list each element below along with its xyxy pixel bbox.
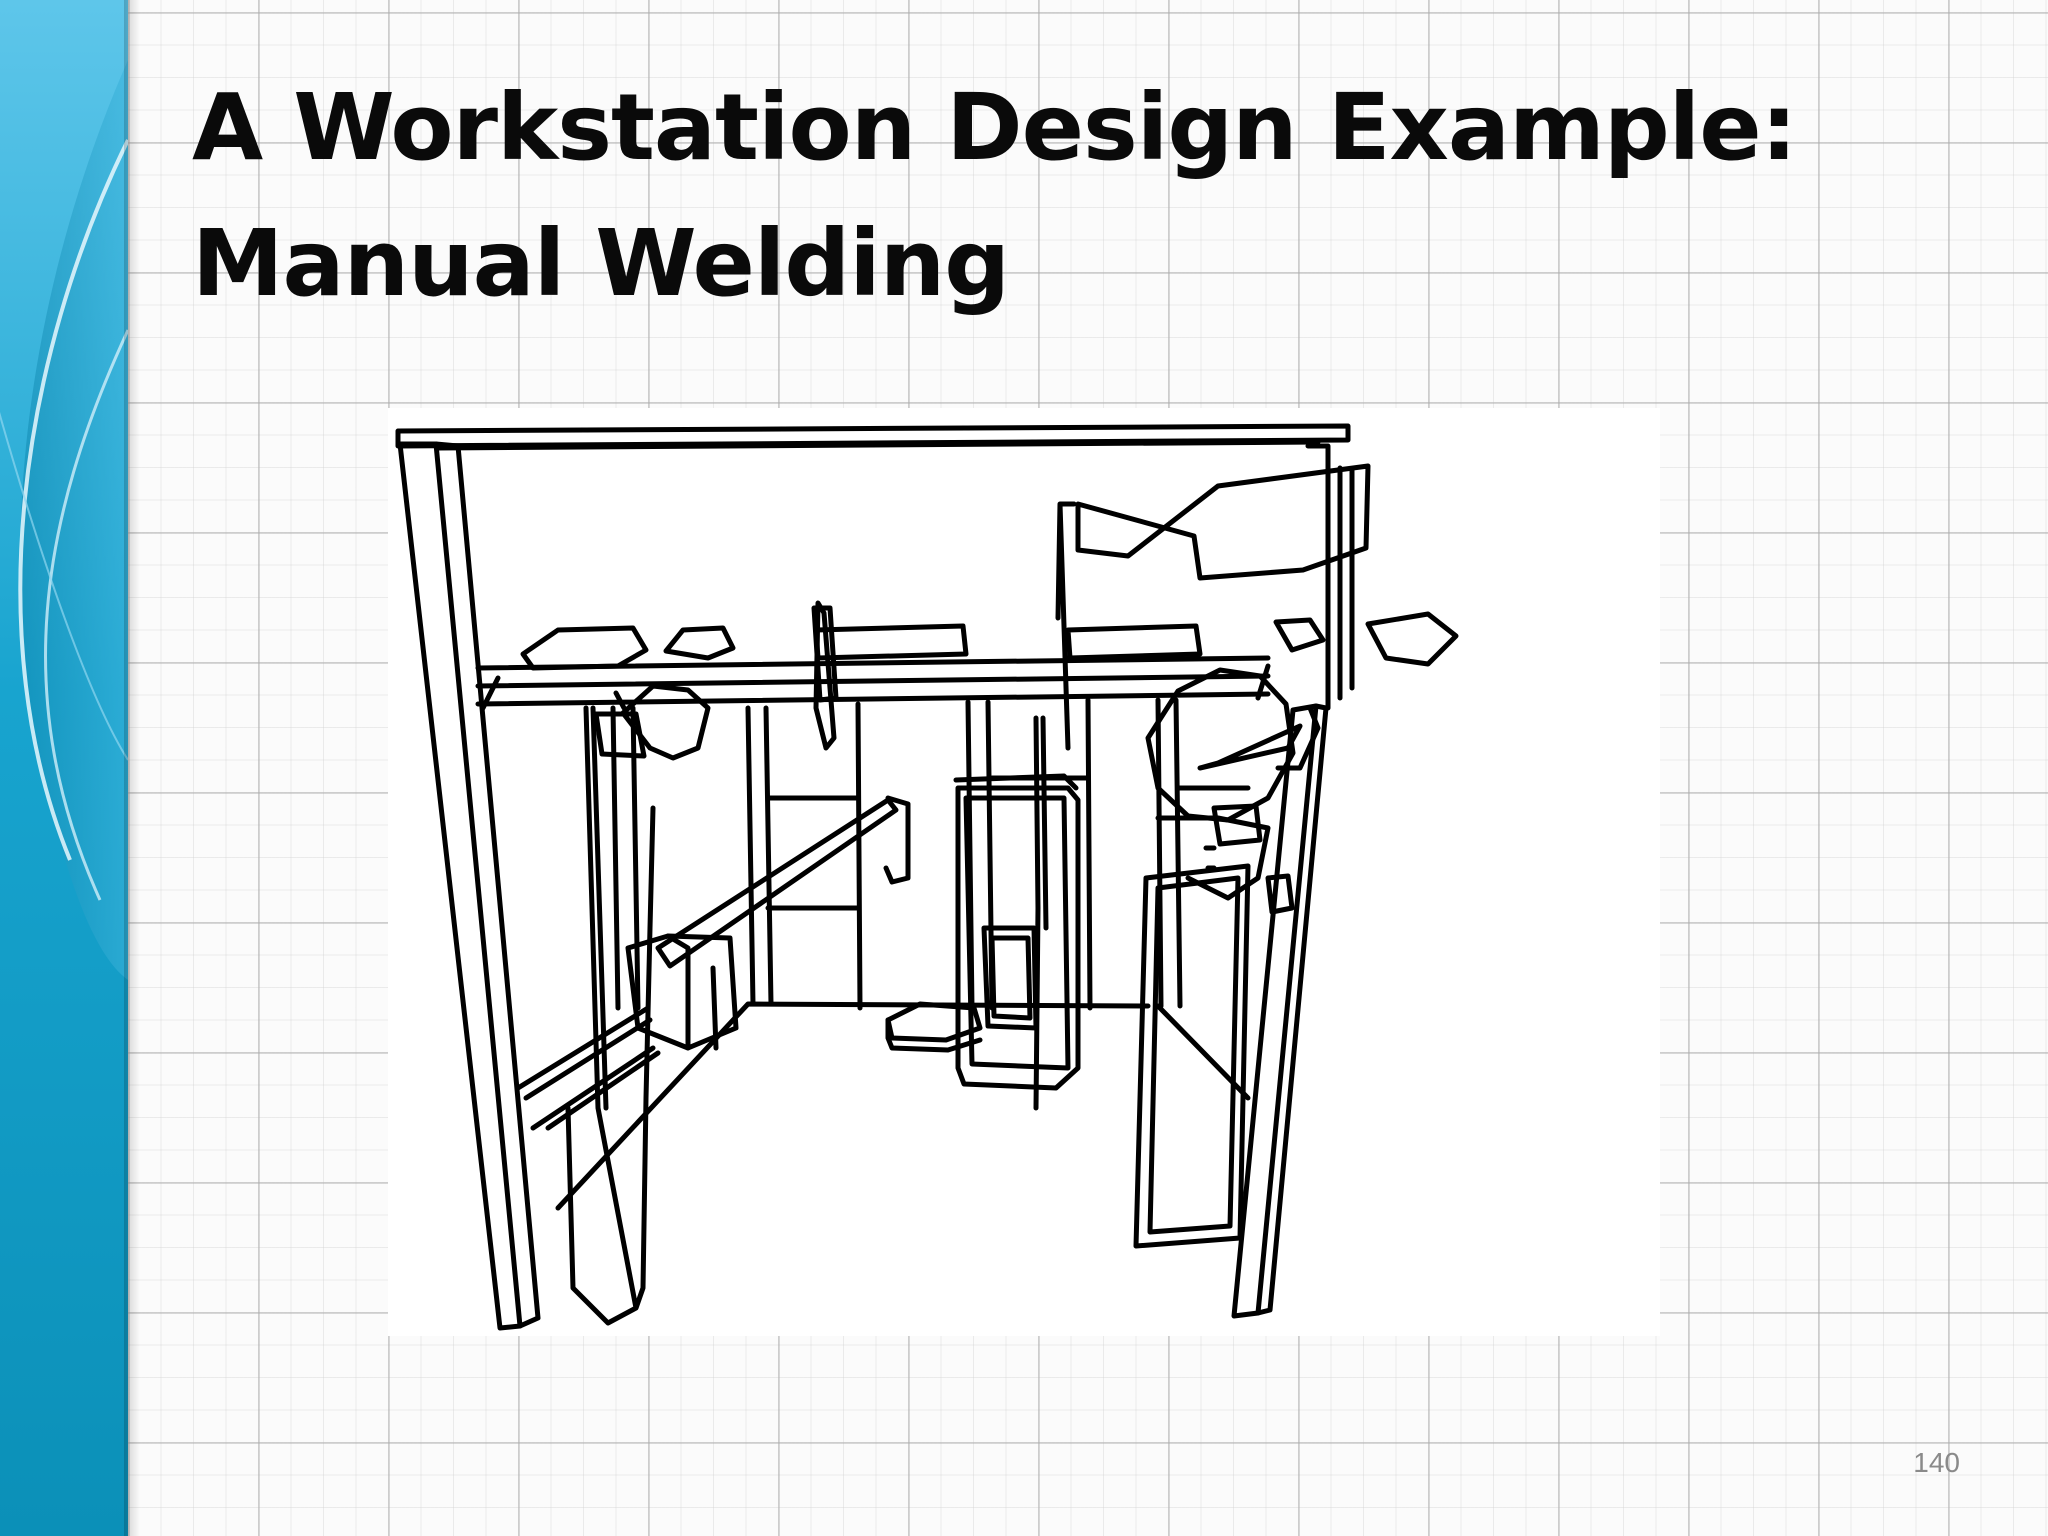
light-fixture-6 [1365, 611, 1459, 667]
small-fixture-left [620, 683, 711, 761]
ceiling-beam [395, 423, 1351, 449]
light-fixture-3 [813, 623, 969, 661]
wall-box [1211, 803, 1263, 847]
slide-title-line-1: A Workstation Design Example: [192, 74, 1797, 181]
light-fixture-4 [1065, 623, 1203, 661]
back-wall-panels [745, 697, 1183, 1011]
foot-platform [885, 1001, 983, 1043]
welding-chain-right [1033, 715, 1049, 1111]
light-fixture-5 [1273, 617, 1326, 653]
control-cabinet [955, 785, 1081, 1091]
light-fixture-1 [520, 625, 649, 671]
welding-gun-arm [655, 797, 899, 969]
slide-title: A Workstation Design Example: Manual Wel… [192, 60, 1797, 332]
welding-cable [515, 1005, 661, 1131]
side-band-shadow [124, 0, 140, 1536]
welding-workstation-figure [388, 408, 1660, 1336]
exhaust-hood [1075, 463, 1371, 581]
right-door-panel [1133, 863, 1251, 1249]
welding-workstation-drawing [395, 423, 1459, 1331]
floor-line [555, 1001, 1151, 1211]
decorative-side-band [0, 0, 128, 1536]
rotating-fixture [1145, 667, 1296, 823]
fume-arm-vertical [813, 600, 837, 751]
left-frame [397, 441, 523, 1331]
page-number: 140 [1913, 1447, 1960, 1478]
light-fixture-2 [663, 625, 736, 661]
slide-title-line-2: Manual Welding [192, 210, 1010, 317]
